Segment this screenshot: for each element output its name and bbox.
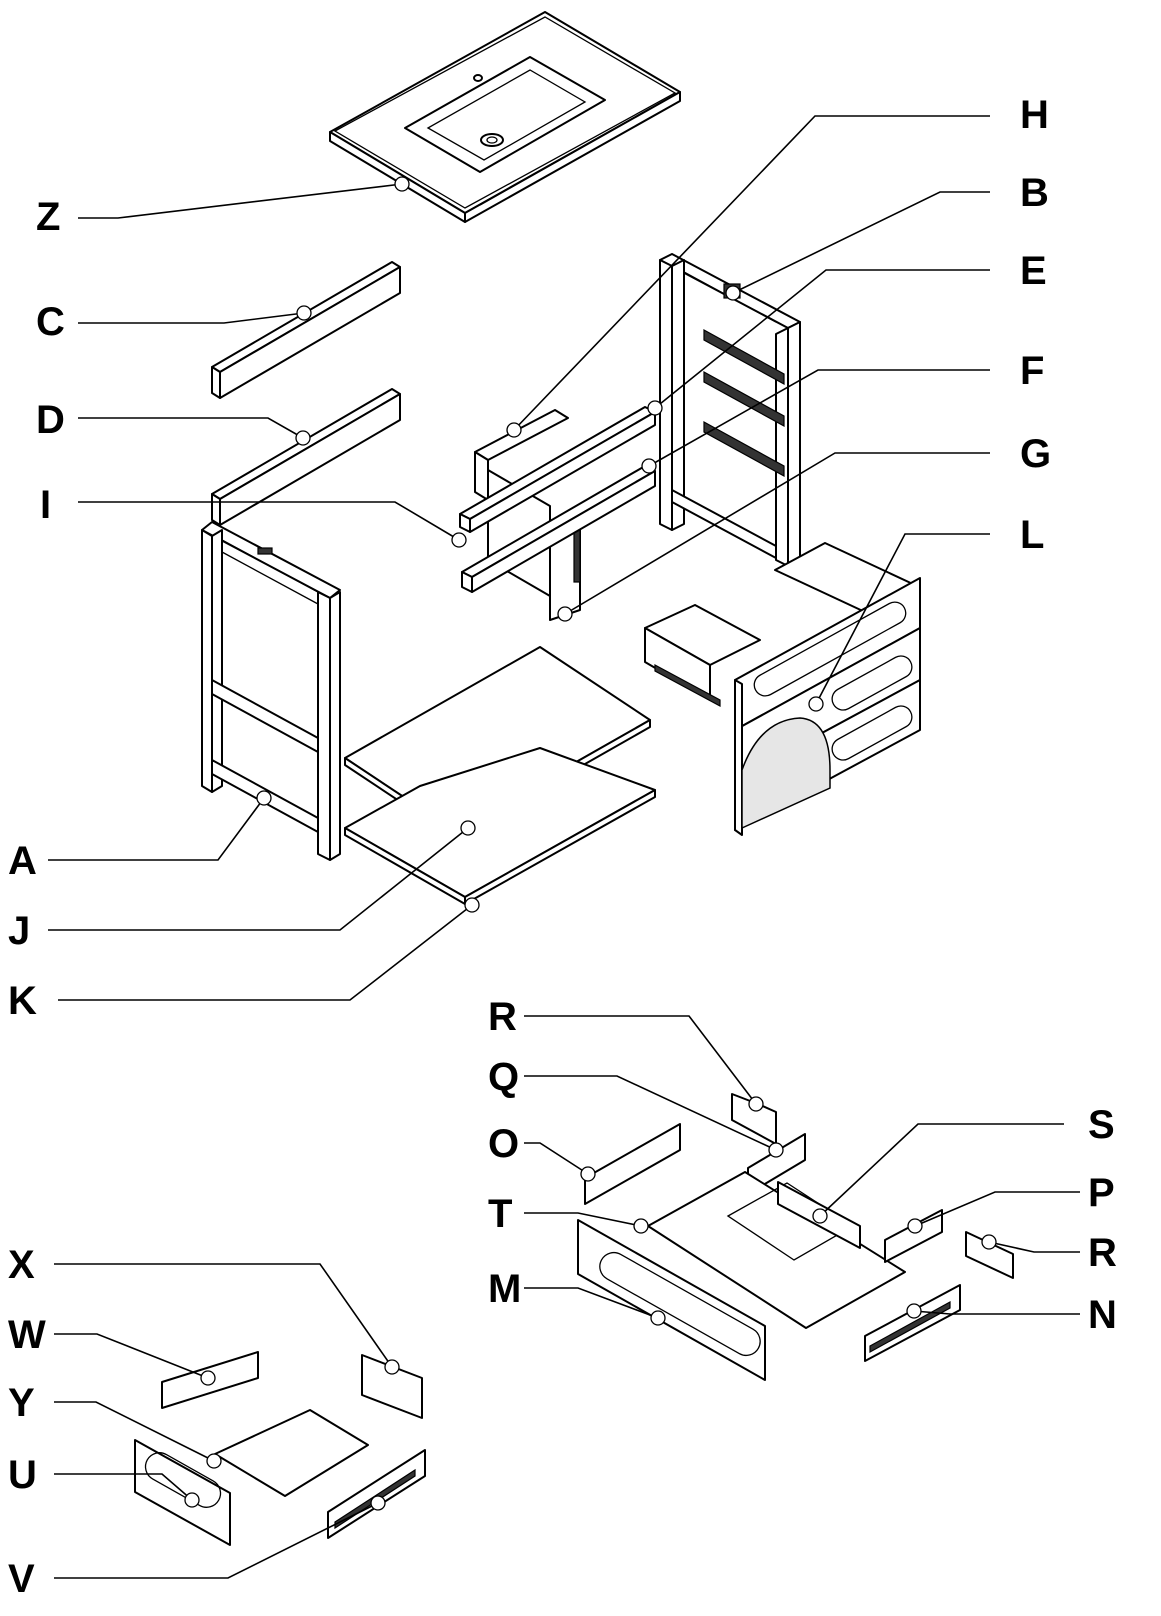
label-b: B [1020, 171, 1049, 215]
label-r1: R [488, 995, 517, 1039]
marker-v [370, 1495, 386, 1511]
leader-f [648, 369, 990, 467]
marker-l [808, 696, 824, 712]
part-d-rail [211, 388, 401, 526]
part-a-side-frame [201, 521, 341, 861]
leader-n [913, 1310, 1080, 1315]
marker-i [451, 532, 467, 548]
leader-q [524, 1075, 777, 1151]
leader-e [654, 269, 990, 409]
marker-x [384, 1359, 400, 1375]
marker-o [580, 1166, 596, 1182]
marker-y [206, 1453, 222, 1469]
label-r2: R [1088, 1231, 1117, 1275]
leader-o [524, 1142, 589, 1175]
label-i: I [40, 483, 51, 527]
leader-b [732, 191, 990, 294]
marker-m [650, 1310, 666, 1326]
label-t: T [488, 1192, 512, 1236]
leader-g [564, 452, 990, 615]
part-drawer-kit-large [577, 1093, 1014, 1381]
marker-g [557, 606, 573, 622]
label-p: P [1088, 1171, 1115, 1215]
leader-d [78, 417, 304, 439]
leader-k [58, 904, 473, 1001]
marker-a [256, 790, 272, 806]
label-u: U [8, 1453, 37, 1497]
marker-d [295, 430, 311, 446]
marker-n [906, 1303, 922, 1319]
leader-w [54, 1333, 209, 1379]
label-m: M [488, 1267, 521, 1311]
label-s: S [1088, 1103, 1115, 1147]
callout-markers [184, 176, 997, 1511]
marker-e [647, 400, 663, 416]
leader-v [54, 1502, 379, 1579]
marker-f [641, 458, 657, 474]
leader-i [78, 501, 460, 541]
marker-u [184, 1492, 200, 1508]
marker-r2 [981, 1234, 997, 1250]
leader-m [524, 1287, 659, 1319]
part-back-frame [659, 253, 801, 567]
marker-k [464, 897, 480, 913]
leader-r1 [524, 1015, 757, 1105]
label-h: H [1020, 93, 1049, 137]
leader-r2 [988, 1241, 1080, 1253]
label-e: E [1020, 249, 1047, 293]
leader-h [513, 115, 990, 431]
marker-s [812, 1208, 828, 1224]
marker-w [200, 1370, 216, 1386]
marker-b [725, 285, 741, 301]
part-k-bottom-panel [344, 747, 656, 905]
label-n: N [1088, 1293, 1117, 1337]
label-o: O [488, 1122, 519, 1166]
label-w: W [8, 1313, 46, 1357]
leader-c [78, 312, 305, 324]
part-drawer-kit-small [134, 1351, 426, 1546]
marker-p [907, 1218, 923, 1234]
label-x: X [8, 1243, 35, 1287]
part-l-drawer-cabinet [644, 542, 921, 836]
leader-lines [48, 115, 1080, 1579]
label-z: Z [36, 195, 60, 239]
leader-s [819, 1123, 1064, 1217]
leader-p [914, 1191, 1080, 1227]
label-g: G [1020, 432, 1051, 476]
label-a: A [8, 839, 37, 883]
part-e-rail [459, 406, 656, 533]
marker-z [394, 176, 410, 192]
marker-q [768, 1142, 784, 1158]
leader-t [524, 1212, 642, 1227]
part-z-countertop [329, 11, 681, 223]
leader-l [815, 533, 990, 705]
marker-r1 [748, 1096, 764, 1112]
label-d: D [36, 398, 65, 442]
marker-c [296, 305, 312, 321]
label-c: C [36, 300, 65, 344]
marker-t [633, 1218, 649, 1234]
label-l: L [1020, 513, 1044, 557]
marker-j [460, 820, 476, 836]
leader-z [78, 183, 403, 219]
label-v: V [8, 1557, 35, 1601]
leader-j [48, 827, 469, 931]
label-q: Q [488, 1055, 519, 1099]
label-k: K [8, 979, 37, 1023]
leader-a [48, 797, 265, 861]
leader-u [54, 1473, 193, 1501]
leader-x [54, 1263, 393, 1368]
part-c-rail [211, 261, 401, 399]
leader-y [54, 1401, 215, 1462]
label-y: Y [8, 1381, 35, 1425]
marker-h [506, 422, 522, 438]
part-f-rail [461, 465, 656, 593]
label-j: J [8, 909, 30, 953]
label-f: F [1020, 349, 1044, 393]
part-labels: Z H B E C F D G I L A J K R Q S O T P R … [8, 93, 1117, 1601]
